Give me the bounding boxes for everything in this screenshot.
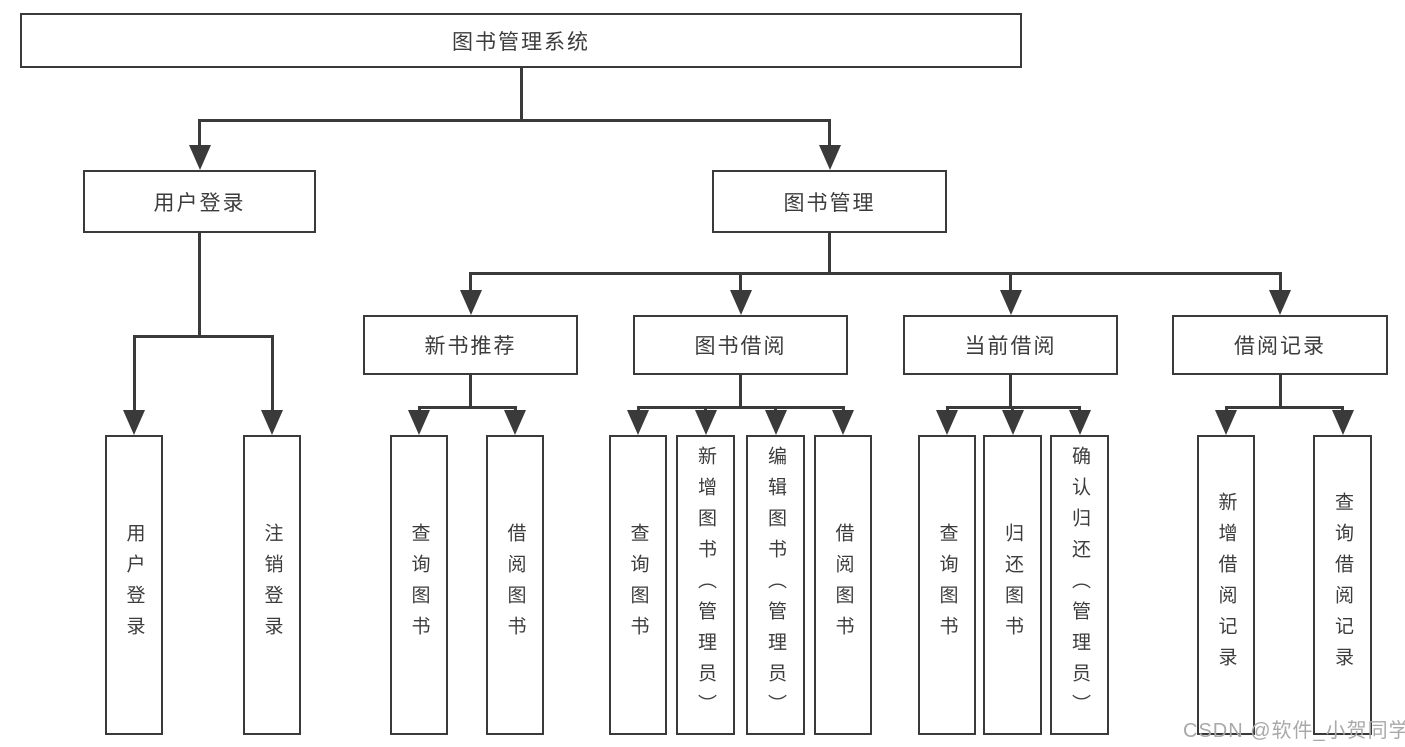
node-label: 新书推荐 <box>424 335 517 358</box>
connector-line <box>739 272 742 290</box>
arrowhead-down-icon <box>818 145 841 170</box>
node-label: 新增图书（管理员） <box>695 445 716 725</box>
node-book-borrowing: 图书借阅 <box>633 315 848 375</box>
connector-line <box>198 119 831 122</box>
node-label: 图书借阅 <box>694 335 787 358</box>
connector-line <box>739 375 742 409</box>
node-label: 确认归还（管理员） <box>1069 445 1090 725</box>
connector-line <box>1009 272 1012 290</box>
arrowhead-down-icon <box>459 290 482 315</box>
node-label: 图书管理系统 <box>452 30 590 54</box>
connector-line <box>1224 406 1344 409</box>
node-current-borrowing: 当前借阅 <box>903 315 1118 375</box>
connector-line <box>1009 375 1012 409</box>
node-borrowing-records: 借阅记录 <box>1172 315 1388 375</box>
arrowhead-down-icon <box>123 410 145 435</box>
node-bb-edit-books-admin: 编辑图书（管理员） <box>746 435 805 735</box>
node-label: 借阅图书 <box>832 523 854 647</box>
connector-line <box>1278 272 1282 290</box>
node-label: 用户登录 <box>123 523 145 647</box>
arrowhead-down-icon <box>1001 410 1024 435</box>
node-label: 图书管理 <box>783 191 876 215</box>
arrowhead-down-icon <box>936 410 958 435</box>
node-bb-query-books: 查询图书 <box>609 435 667 735</box>
connector-line <box>828 233 831 275</box>
node-label: 归还图书 <box>1002 523 1023 647</box>
arrowhead-down-icon <box>1269 290 1291 315</box>
node-user-login: 用户登录 <box>83 170 316 233</box>
connector-line <box>519 68 523 122</box>
node-new-book-recommendation: 新书推荐 <box>363 315 578 375</box>
arrowhead-down-icon <box>188 145 211 170</box>
node-label: 查询图书 <box>627 523 649 647</box>
connector-line <box>636 406 640 410</box>
watermark: CSDN @软件_小贺同学 <box>1183 720 1405 742</box>
node-bb-add-books-admin: 新增图书（管理员） <box>676 435 735 735</box>
arrowhead-down-icon <box>694 410 717 435</box>
arrowhead-down-icon <box>1331 410 1354 435</box>
connector-line <box>417 406 421 410</box>
connector-line <box>513 406 517 410</box>
node-label: 借阅记录 <box>1234 335 1326 358</box>
connector-line <box>1341 406 1344 410</box>
connector-line <box>198 233 201 338</box>
node-cb-return-books: 归还图书 <box>983 435 1042 735</box>
connector-line <box>270 335 274 410</box>
node-library-system: 图书管理系统 <box>20 13 1022 68</box>
node-label: 查询借阅记录 <box>1332 492 1353 678</box>
arrowhead-down-icon <box>627 410 649 435</box>
connector-line <box>1078 406 1081 410</box>
node-logout: 注销登录 <box>243 435 301 735</box>
node-book-management: 图书管理 <box>712 170 947 233</box>
node-br-query-record: 查询借阅记录 <box>1313 435 1372 735</box>
arrowhead-down-icon <box>261 410 283 435</box>
connector-line <box>417 406 517 409</box>
connector-line <box>198 119 201 145</box>
arrowhead-down-icon <box>408 410 430 435</box>
arrowhead-down-icon <box>832 410 854 435</box>
node-cb-query-books: 查询图书 <box>918 435 976 735</box>
node-label: 查询图书 <box>936 523 958 647</box>
node-rec-query-books: 查询图书 <box>390 435 448 735</box>
node-label: 用户登录 <box>153 191 246 215</box>
connector-line <box>774 406 777 410</box>
arrowhead-down-icon <box>1215 410 1237 435</box>
node-label: 编辑图书（管理员） <box>765 445 786 725</box>
node-label: 借阅图书 <box>504 523 526 647</box>
connector-line <box>841 406 845 410</box>
arrowhead-down-icon <box>729 290 752 315</box>
node-label: 新增借阅记录 <box>1215 492 1237 678</box>
node-br-add-record: 新增借阅记录 <box>1197 435 1255 735</box>
connector-line <box>132 335 274 338</box>
connector-line <box>828 119 831 145</box>
connector-line <box>1011 406 1014 410</box>
arrowhead-down-icon <box>999 290 1022 315</box>
node-label: 注销登录 <box>261 523 283 647</box>
arrowhead-down-icon <box>504 410 526 435</box>
node-cb-confirm-return-admin: 确认归还（管理员） <box>1050 435 1109 735</box>
node-bb-borrow-books: 借阅图书 <box>814 435 872 735</box>
node-label: 当前借阅 <box>964 335 1057 358</box>
connector-line <box>636 406 845 409</box>
arrowhead-down-icon <box>764 410 787 435</box>
node-user-login-leaf: 用户登录 <box>105 435 163 735</box>
connector-line <box>945 406 949 410</box>
connector-line <box>704 406 707 410</box>
connector-line <box>1278 375 1282 409</box>
connector-line <box>1224 406 1228 410</box>
arrowhead-down-icon <box>1068 410 1091 435</box>
node-label: 查询图书 <box>408 523 430 647</box>
node-rec-borrow-books: 借阅图书 <box>486 435 544 735</box>
connector-line <box>469 272 1282 275</box>
connector-line <box>469 375 472 409</box>
connector-line <box>132 335 136 410</box>
connector-line <box>469 272 472 290</box>
